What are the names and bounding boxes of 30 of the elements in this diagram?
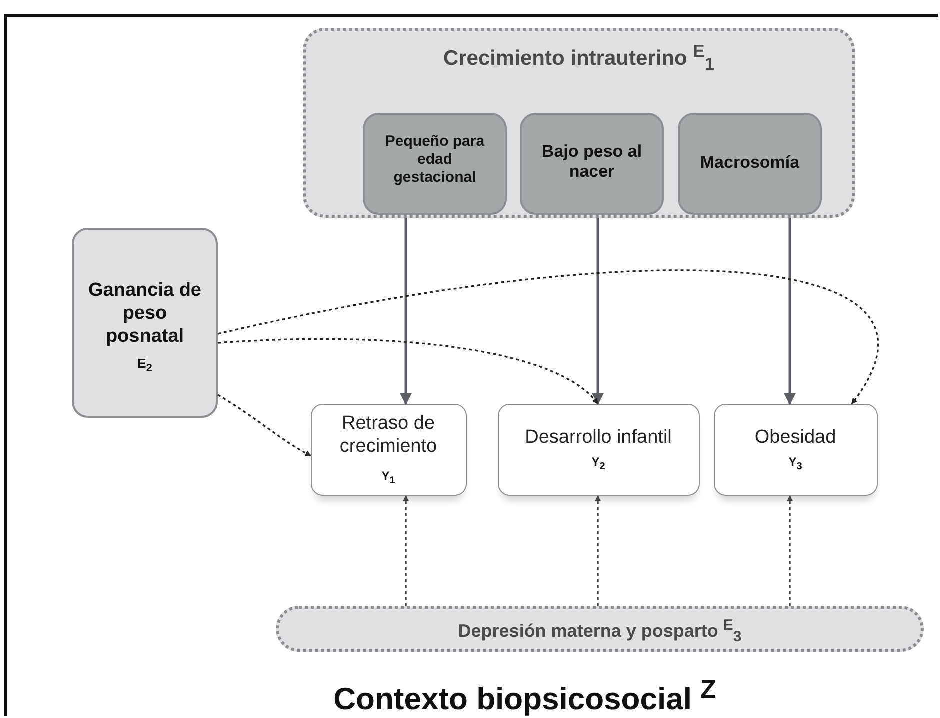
box-label: Bajo peso al nacer [540,142,644,183]
dashed-arrow [787,495,793,606]
arrow [784,218,796,406]
dashed-arrow [218,270,878,405]
arrow [400,218,412,406]
factor-box [678,113,822,215]
arrow [592,218,604,406]
box-label: Pequeño para edad gestacional [384,133,486,187]
variable-label: Y$_{1}$ [380,469,396,488]
group-box [303,28,855,218]
variable-label: Y$_{3}$ [788,455,804,474]
variable-label: Y$_{2}$ [590,455,606,474]
dashed-arrow [218,338,599,405]
heading: Contexto biopsicosocial $^{Z}$ [332,675,718,718]
dashed-arrow [218,394,312,457]
factor-box [72,228,218,418]
box-label: Retraso de crecimiento [338,413,438,459]
dashed-arrow [403,495,409,606]
outcome-box [714,404,878,496]
group-band [276,606,924,652]
dashed-arrow [595,495,601,606]
box-label: Obesidad [754,427,838,450]
variable-label: E$_{2}$ [136,356,154,376]
box-label: Macrosomía [699,153,801,174]
box-label: Desarrollo infantil [524,427,673,450]
outcome-box [498,404,700,496]
box-label: Ganancia de peso posnatal [88,280,202,348]
outcome-box [311,404,467,496]
factor-box [520,113,664,215]
factor-box [363,113,507,215]
